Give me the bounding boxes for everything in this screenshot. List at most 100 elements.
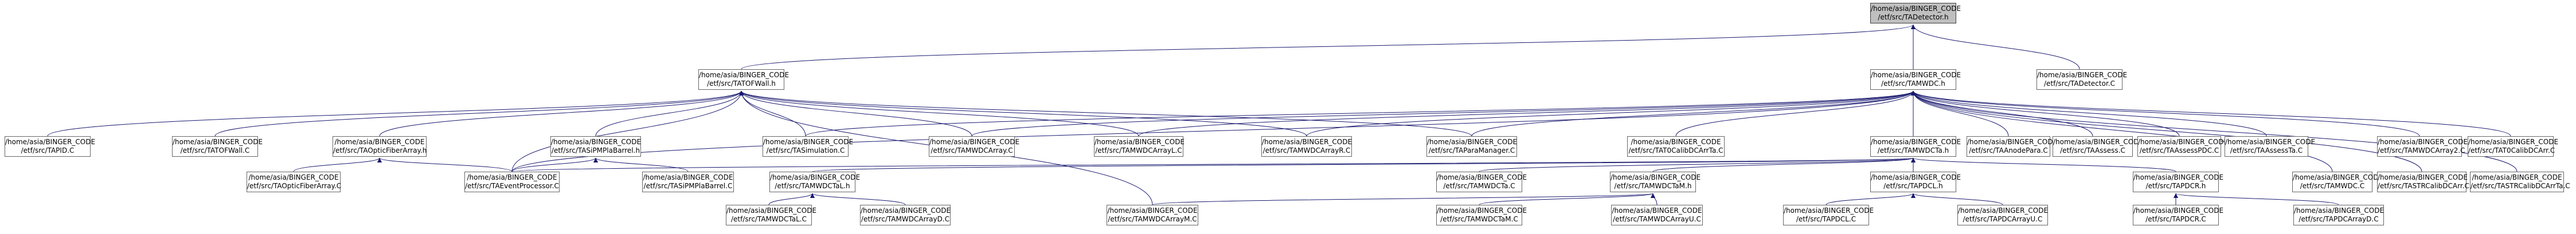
node-path: /home/asia/BINGER_CODE bbox=[2472, 173, 2562, 181]
node-file: /etf/src/TAParaManager.C bbox=[1428, 146, 1515, 154]
node-file: /etf/src/TAT0CalibDCArr.C bbox=[2468, 146, 2555, 154]
node-path: /home/asia/BINGER_CODE bbox=[1094, 138, 1185, 146]
edge-tat0calibdcarrta_c-to-tamwdc_h bbox=[1675, 90, 1916, 137]
node-tapdcr-h[interactable]: /home/asia/BINGER_CODE /etf/src/TAPDCR.h bbox=[2133, 172, 2223, 192]
node-file: /etf/src/TASTRCalibDCArrTa.C bbox=[2471, 182, 2570, 190]
node-path: /home/asia/BINGER_CODE bbox=[334, 138, 425, 146]
node-taopticfiberarray-c[interactable]: /home/asia/BINGER_CODE /etf/src/TAOpticF… bbox=[247, 172, 341, 192]
node-tamwdctal-h[interactable]: /home/asia/BINGER_CODE /etf/src/TAMWDCTa… bbox=[769, 172, 861, 192]
edge-tatofwall_c-to-tatofwall_h bbox=[214, 90, 744, 137]
node-file: /etf/src/TATOFWall.h bbox=[707, 80, 776, 88]
node-tapdcarrayu-c[interactable]: /home/asia/BINGER_CODE /etf/src/TAPDCArr… bbox=[1957, 205, 2048, 225]
node-tatofwall-h[interactable]: /home/asia/BINGER_CODE /etf/src/TATOFWal… bbox=[698, 69, 789, 90]
node-tamwdcarrayl-c[interactable]: /home/asia/BINGER_CODE /etf/src/TAMWDCAr… bbox=[1094, 136, 1185, 157]
node-file: /etf/src/TAPDCL.h bbox=[1883, 182, 1943, 190]
node-path: /home/asia/BINGER_CODE bbox=[5, 138, 96, 146]
edge-tapdcr_h-to-tamwdcta_h bbox=[1911, 157, 2176, 172]
node-path: /home/asia/BINGER_CODE bbox=[861, 207, 951, 215]
node-path: /home/asia/BINGER_CODE bbox=[1871, 138, 1961, 146]
node-path: /home/asia/BINGER_CODE bbox=[699, 71, 789, 79]
node-file: /etf/src/TASiPMPlaBarrel.h bbox=[551, 146, 640, 154]
node-file: /etf/src/TAMWDCTaL.C bbox=[731, 215, 807, 223]
node-tamwdcta-c[interactable]: /home/asia/BINGER_CODE /etf/src/TAMWDCTa… bbox=[1436, 172, 1527, 192]
node-path: /home/asia/BINGER_CODE bbox=[1784, 207, 1874, 215]
node-taeventprocessor-c[interactable]: /home/asia/BINGER_CODE /etf/src/TAEventP… bbox=[464, 172, 560, 192]
node-tapdcr-c[interactable]: /home/asia/BINGER_CODE /etf/src/TAPDCR.C bbox=[2133, 205, 2224, 225]
node-path: /home/asia/BINGER_CODE bbox=[2138, 138, 2229, 146]
node-tat0calibdcarr-c[interactable]: /home/asia/BINGER_CODE /etf/src/TAT0Cali… bbox=[2468, 136, 2558, 157]
node-tamwdc-h[interactable]: /home/asia/BINGER_CODE /etf/src/TAMWDC.h bbox=[1870, 69, 1961, 90]
node-file: /etf/src/TAPDCArrayU.C bbox=[1963, 215, 2043, 223]
node-tamwdcarrayu-c[interactable]: /home/asia/BINGER_CODE /etf/src/TAMWDCAr… bbox=[1611, 205, 1703, 225]
node-tamwdctal-c[interactable]: /home/asia/BINGER_CODE /etf/src/TAMWDCTa… bbox=[726, 205, 816, 225]
node-taparamanager-c[interactable]: /home/asia/BINGER_CODE /etf/src/TAParaMa… bbox=[1426, 136, 1517, 157]
node-file: /etf/src/TAOpticFiberArray.h bbox=[333, 146, 427, 154]
edge-tamwdcarray2_c-to-tamwdc_h bbox=[1911, 90, 2420, 137]
edge-tapdcl_c-to-tapdcl_h bbox=[1826, 193, 1916, 205]
node-tamwdcarray-c[interactable]: /home/asia/BINGER_CODE /etf/src/TAMWDCAr… bbox=[929, 136, 1019, 157]
edge-taopticfiberarray_c-to-taopticfiberarray_h bbox=[293, 157, 382, 172]
node-taanodepara-c[interactable]: /home/asia/BINGER_CODE /etf/src/TAAnodeP… bbox=[1967, 136, 2057, 157]
node-path: /home/asia/BINGER_CODE bbox=[1427, 138, 1518, 146]
node-path: /home/asia/BINGER_CODE bbox=[2225, 138, 2316, 146]
node-taassessta-c[interactable]: /home/asia/BINGER_CODE /etf/src/TAAssess… bbox=[2225, 136, 2316, 157]
edge-tastrcalibdcarrta_c-to-tamwdc_h bbox=[1911, 90, 2518, 172]
edge-tamwdc_c-to-tamwdc_h bbox=[1911, 90, 2333, 172]
node-taopticfiberarray-h[interactable]: /home/asia/BINGER_CODE /etf/src/TAOpticF… bbox=[333, 136, 427, 157]
node-tapdcl-c[interactable]: /home/asia/BINGER_CODE /etf/src/TAPDCL.C bbox=[1783, 205, 1874, 225]
edge-tasimulation_c-to-tamwdc_h bbox=[805, 90, 1916, 137]
node-tasipmplabarrel-h[interactable]: /home/asia/BINGER_CODE /etf/src/TASiPMPl… bbox=[550, 136, 641, 157]
edge-tamwdcarrayl_c-to-tamwdc_h bbox=[1138, 90, 1916, 137]
node-tapdcl-h[interactable]: /home/asia/BINGER_CODE /etf/src/TAPDCL.h bbox=[1870, 172, 1961, 192]
edge-taeventprocessor_c-to-taopticfiberarray_h bbox=[377, 157, 513, 172]
node-tamwdcarray2-c[interactable]: /home/asia/BINGER_CODE /etf/src/TAMWDCAr… bbox=[2377, 136, 2468, 157]
node-file: /etf/src/TAAnodePara.C bbox=[1969, 146, 2048, 154]
node-tamwdctam-h[interactable]: /home/asia/BINGER_CODE /etf/src/TAMWDCTa… bbox=[1610, 172, 1701, 192]
edge-tamwdctam_c-to-tamwdctam_h bbox=[1479, 193, 1655, 205]
edge-tatofwall_h-to-root bbox=[741, 24, 1916, 70]
node-tastrcalibdcarr-c[interactable]: /home/asia/BINGER_CODE /etf/src/TASTRCal… bbox=[2377, 172, 2469, 192]
node-tasipmplabarrel-c[interactable]: /home/asia/BINGER_CODE /etf/src/TASiPMPl… bbox=[642, 172, 734, 192]
node-path: /home/asia/BINGER_CODE bbox=[248, 173, 339, 181]
node-tamwdcarrayd-c[interactable]: /home/asia/BINGER_CODE /etf/src/TAMWDCAr… bbox=[860, 205, 951, 225]
node-path: /home/asia/BINGER_CODE bbox=[551, 138, 642, 146]
node-path: /home/asia/BINGER_CODE bbox=[2294, 207, 2385, 215]
node-file: /etf/src/TAAssess.C bbox=[2060, 146, 2125, 154]
node-path: /home/asia/BINGER_CODE bbox=[1871, 5, 1961, 13]
edge-tamwdctal_c-to-tamwdctaL_h bbox=[768, 193, 815, 205]
edge-tamwdctam_h-to-tamwdcta_h bbox=[1652, 157, 1916, 172]
edge-taopticfiberarray_h-to-tatofwall_h bbox=[379, 90, 744, 137]
node-file: /etf/src/TAMWDCArrayD.C bbox=[861, 215, 950, 223]
node-file: /etf/src/TAMWDCTa.h bbox=[1877, 146, 1949, 154]
node-path: /home/asia/BINGER_CODE bbox=[1611, 173, 1701, 181]
node-tamwdc-c[interactable]: /home/asia/BINGER_CODE /etf/src/TAMWDC.C bbox=[2292, 172, 2383, 192]
node-file: /etf/src/TAMWDCTa.C bbox=[1443, 182, 1515, 190]
node-taassess-c[interactable]: /home/asia/BINGER_CODE /etf/src/TAAssess… bbox=[2053, 136, 2143, 157]
edge-tamwdcarrayd_c-to-tamwdctaL_h bbox=[810, 193, 906, 205]
edge-tamwdcta_c-to-tamwdcta_h bbox=[1479, 157, 1916, 172]
node-file: /etf/src/TATOFWall.C bbox=[180, 146, 250, 154]
node-file: /etf/src/TASimulation.C bbox=[766, 146, 845, 154]
node-tadetector-c[interactable]: /home/asia/BINGER_CODE /etf/src/TADetect… bbox=[2036, 69, 2128, 90]
node-tatofwall-c[interactable]: /home/asia/BINGER_CODE /etf/src/TATOFWal… bbox=[172, 136, 263, 157]
node-taassesspdc-c[interactable]: /home/asia/BINGER_CODE /etf/src/TAAssess… bbox=[2137, 136, 2229, 157]
node-tasimulation-c[interactable]: /home/asia/BINGER_CODE /etf/src/TASimula… bbox=[763, 136, 853, 157]
node-path: /home/asia/BINGER_CODE bbox=[2037, 71, 2128, 79]
node-path: /home/asia/BINGER_CODE bbox=[2133, 207, 2224, 215]
node-tamwdctam-c[interactable]: /home/asia/BINGER_CODE /etf/src/TAMWDCTa… bbox=[1436, 205, 1527, 225]
node-path: /home/asia/BINGER_CODE bbox=[770, 173, 861, 181]
node-tapdcarrayd-c[interactable]: /home/asia/BINGER_CODE /etf/src/TAPDCArr… bbox=[2293, 205, 2384, 225]
node-file: /etf/src/TAPDCR.C bbox=[2145, 215, 2206, 223]
node-tastrcalibdcarrta-c[interactable]: /home/asia/BINGER_CODE /etf/src/TASTRCal… bbox=[2470, 172, 2570, 192]
node-path: /home/asia/BINGER_CODE bbox=[2378, 138, 2468, 146]
node-file: /etf/src/TAMWDCArray2.C bbox=[2378, 146, 2465, 154]
node-tat0calibdcarrta-c[interactable]: /home/asia/BINGER_CODE /etf/src/TAT0Cali… bbox=[1627, 136, 1725, 157]
node-tamwdcarraym-c[interactable]: /home/asia/BINGER_CODE /etf/src/TAMWDCAr… bbox=[1107, 205, 1198, 225]
edge-taassesspdc_c-to-tamwdc_h bbox=[1911, 90, 2180, 137]
node-tamwdcta-h[interactable]: /home/asia/BINGER_CODE /etf/src/TAMWDCTa… bbox=[1870, 136, 1961, 157]
node-file: /etf/src/TAMWDCArrayM.C bbox=[1108, 215, 1197, 223]
node-tamwdcarrayr-c[interactable]: /home/asia/BINGER_CODE /etf/src/TAMWDCAr… bbox=[1261, 136, 1352, 157]
node-tapid-c[interactable]: /home/asia/BINGER_CODE /etf/src/TAPID.C bbox=[5, 136, 96, 157]
node-path: /home/asia/BINGER_CODE bbox=[1871, 173, 1961, 181]
